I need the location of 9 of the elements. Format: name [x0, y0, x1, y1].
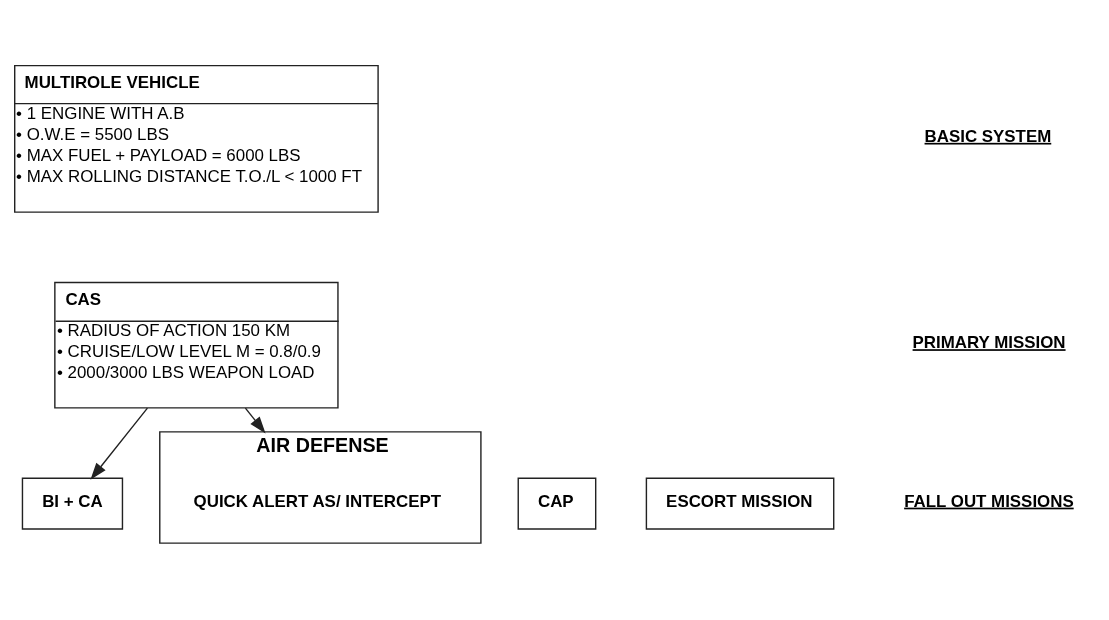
node-text: QUICK ALERT AS/ INTERCEPT	[193, 491, 442, 511]
label: BASIC SYSTEM	[924, 126, 1052, 146]
label: PRIMARY MISSION	[912, 333, 1066, 353]
node-box: CAP	[517, 477, 597, 530]
node-box: ESCORT MISSION	[645, 477, 835, 530]
arrow	[90, 407, 149, 480]
label: FALL OUT MISSIONS	[904, 491, 1074, 511]
arrow	[244, 407, 266, 434]
node-box: BI + CA	[21, 477, 124, 530]
